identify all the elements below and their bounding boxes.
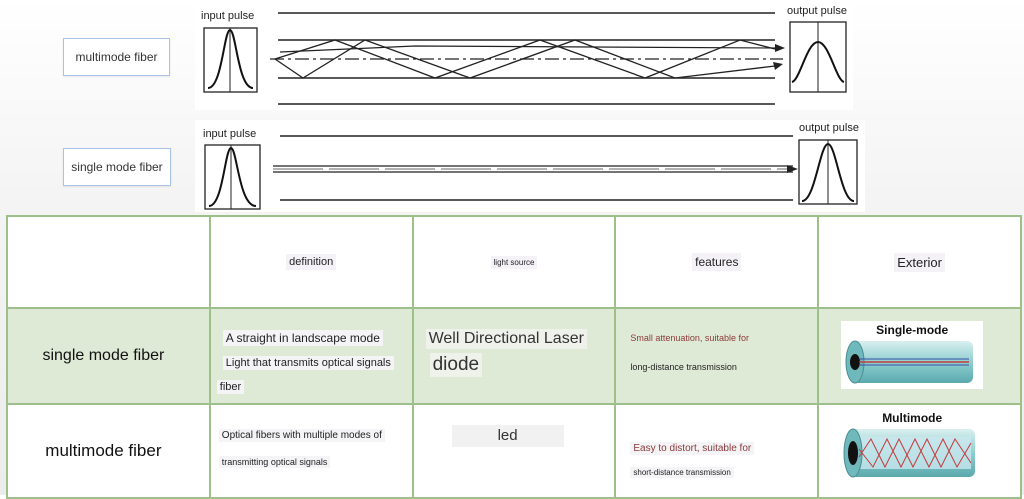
table-row: single mode fiber A straight in landscap… — [6, 307, 1022, 405]
features-line: Easy to distort, suitable for — [630, 442, 755, 455]
single-mode-label: single mode fiber — [63, 148, 171, 186]
single-mode-image-label: Single-mode — [876, 323, 949, 337]
header-definition-text: definition — [286, 254, 337, 270]
table-header-row: definition light source features Exterio… — [6, 215, 1022, 309]
features-cell: Easy to distort, suitable for short-dist… — [614, 403, 820, 499]
light-source-cell: Well Directional Laser diode — [411, 307, 617, 405]
features-cell: Small attenuation, suitable for long-dis… — [614, 307, 820, 405]
exterior-cell: Multimode — [817, 403, 1022, 499]
multimode-image-label: Multimode — [882, 411, 943, 425]
row-title-cell: single mode fiber — [6, 307, 211, 405]
single-mode-diagram-graphic — [204, 135, 858, 210]
definition-line: fiber — [216, 380, 245, 394]
multimode-diagram-graphic — [203, 12, 847, 105]
header-features-text: features — [692, 253, 742, 271]
light-source-line: led — [451, 425, 564, 447]
definition-cell: Optical fibers with multiple modes of tr… — [208, 403, 414, 499]
single-mode-fiber-graphic — [845, 340, 974, 384]
light-source-line: Well Directional Laser — [425, 329, 587, 349]
features-line: Small attenuation, suitable for — [630, 333, 749, 343]
row-title-cell: multimode fiber — [6, 403, 211, 499]
row-title: multimode fiber — [45, 441, 162, 460]
single-mode-diagram: input pulse output pulse — [195, 120, 865, 212]
header-features: features — [614, 215, 820, 309]
single-mode-input-caption: input pulse — [203, 128, 257, 140]
header-definition: definition — [208, 215, 414, 309]
light-source-cell: led — [411, 403, 617, 499]
definition-line: transmitting optical signals — [218, 456, 331, 468]
features-line: short-distance transmission — [630, 467, 734, 478]
multimode-label: multimode fiber — [63, 38, 170, 76]
header-light-source: light source — [411, 215, 617, 309]
header-exterior: Exterior — [817, 215, 1022, 309]
definition-line: Optical fibers with multiple modes of — [218, 429, 385, 442]
header-empty — [6, 215, 211, 309]
multimode-output-caption: output pulse — [787, 5, 847, 17]
multimode-fiber-image: Multimode — [841, 409, 984, 483]
single-mode-output-caption: output pulse — [799, 122, 859, 134]
multimode-input-caption: input pulse — [201, 10, 255, 22]
definition-line: Light that transmits optical signals — [222, 356, 394, 370]
table-row: multimode fiber Optical fibers with mult… — [6, 403, 1022, 499]
light-source-line: diode — [429, 353, 483, 377]
row-title: single mode fiber — [42, 347, 165, 364]
comparison-table: definition light source features Exterio… — [6, 215, 1022, 499]
single-mode-fiber-image: Single-mode — [841, 321, 984, 389]
definition-line: A straight in landscape mode — [222, 330, 383, 346]
multimode-diagram: input pulse output pulse — [195, 0, 853, 110]
header-exterior-text: Exterior — [894, 252, 945, 272]
exterior-cell: Single-mode — [817, 307, 1022, 405]
multimode-fiber-graphic — [843, 428, 976, 478]
definition-cell: A straight in landscape mode Light that … — [208, 307, 414, 405]
header-light-source-text: light source — [490, 255, 538, 269]
features-line: long-distance transmission — [630, 362, 737, 372]
